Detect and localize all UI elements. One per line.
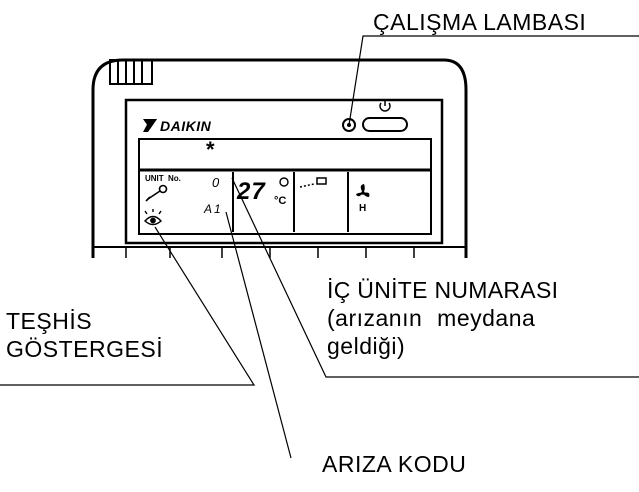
unit-label: UNIT (145, 174, 164, 183)
indoor-unit-line1: İÇ ÜNİTE NUMARASI (327, 277, 559, 303)
diagnosis-line1: TEŞHİS (6, 308, 93, 334)
power-button[interactable] (362, 117, 408, 132)
airflow-icon (299, 177, 327, 188)
work-lamp-label: ÇALIŞMA LAMBASI (373, 9, 587, 35)
fault-code-label: ARIZA KODU (322, 451, 467, 477)
daikin-logo: DAIKIN (143, 118, 212, 134)
front-panel (124, 98, 444, 245)
indoor-unit-line2: (arızanın meydana (327, 305, 536, 331)
indoor-unit-number-label: İÇ ÜNİTE NUMARASI (arızanın meydana geld… (327, 276, 558, 360)
leader-lines (0, 35, 639, 459)
power-icon (379, 99, 391, 112)
unit-number-digit: 0 (212, 175, 220, 190)
remote-housing (91, 58, 468, 258)
wrench-icon (145, 184, 168, 202)
vent-slots (109, 59, 153, 85)
diagnosis-line2: GÖSTERGESİ (6, 336, 164, 362)
fan-speed: H (359, 203, 366, 214)
temperature-digits: 27 (236, 178, 266, 205)
eye-icon (144, 209, 162, 226)
error-code-digits: A1 (203, 202, 223, 216)
indoor-unit-line3: geldiği) (327, 333, 406, 359)
fan-icon (356, 184, 370, 197)
work-lamp-indicator (342, 118, 356, 132)
snowflake-icon: * (206, 137, 215, 162)
no-label: No. (168, 174, 181, 183)
brand-text: DAIKIN (160, 118, 212, 134)
lcd-display (138, 138, 432, 235)
temp-unit: °C (274, 195, 286, 207)
thermo-icon (279, 177, 289, 187)
diagnosis-indicator-label: TEŞHİS GÖSTERGESİ (6, 307, 163, 363)
